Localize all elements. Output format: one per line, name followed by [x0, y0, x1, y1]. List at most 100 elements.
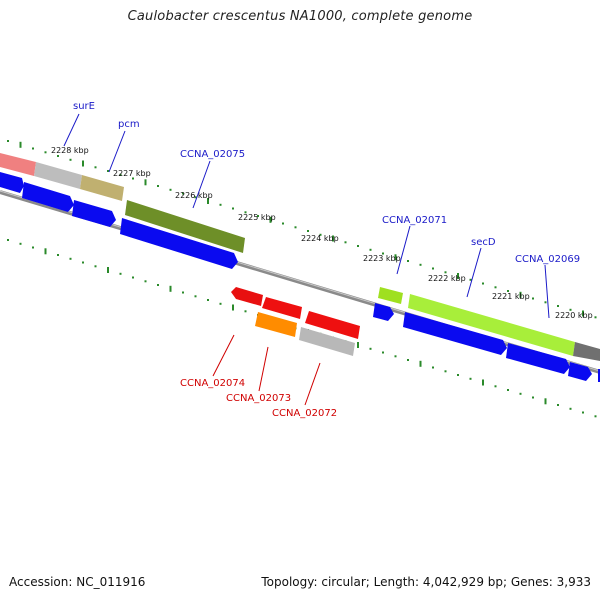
major-tick-mark — [394, 254, 397, 261]
minor-tick-mark — [219, 203, 222, 206]
gene-label-surE[interactable]: surE — [73, 101, 95, 112]
cds-arrow-4[interactable] — [120, 218, 238, 269]
minor-tick-mark — [82, 261, 84, 264]
minor-tick-mark — [419, 263, 422, 266]
tick-label: 2224 kbp — [301, 234, 339, 243]
minor-tick-mark — [432, 267, 434, 270]
feature-ccna-02072-red[interactable] — [305, 311, 360, 339]
minor-tick-mark — [232, 207, 234, 210]
gene-label-ccna-02075[interactable]: CCNA_02075 — [180, 149, 245, 160]
minor-tick-mark — [119, 272, 122, 275]
major-tick-mark — [207, 198, 209, 204]
major-tick-mark — [107, 267, 109, 273]
gene-label-ccna-02073[interactable]: CCNA_02073 — [226, 393, 291, 404]
map-title: Caulobacter crescentus NA1000, complete … — [127, 9, 473, 24]
minor-tick-mark — [319, 233, 322, 236]
cds-arrow-3[interactable] — [72, 200, 116, 227]
gene-label-ccna-02071[interactable]: CCNA_02071 — [382, 215, 447, 226]
cds-arrow-5[interactable] — [373, 303, 394, 321]
major-tick-mark — [144, 179, 147, 186]
major-tick-mark — [269, 216, 272, 223]
cds-arrow-6[interactable] — [403, 312, 507, 355]
minor-tick-mark — [444, 370, 447, 373]
minor-tick-mark — [369, 347, 372, 350]
tick-label: 2227 kbp — [113, 169, 151, 178]
gene-label-pcm[interactable]: pcm — [118, 119, 140, 130]
feature-bar-secD[interactable] — [408, 294, 575, 356]
gene-label-ccna-02074[interactable]: CCNA_02074 — [180, 378, 245, 389]
label-leader — [212, 334, 235, 377]
minor-tick-mark — [382, 252, 384, 255]
minor-tick-mark — [344, 241, 347, 244]
minor-tick-mark — [257, 215, 259, 217]
feature-bar-surE[interactable] — [0, 153, 36, 176]
feature-bar-gray-2[interactable] — [573, 342, 600, 361]
cds-arrow-1[interactable] — [0, 172, 24, 193]
label-leader — [544, 264, 550, 319]
minor-tick-mark — [44, 151, 47, 154]
accession-text: Accession: NC_011916 — [9, 575, 146, 589]
minor-tick-mark — [369, 248, 372, 251]
minor-tick-mark — [32, 246, 34, 249]
cds-arrow-2[interactable] — [22, 182, 74, 212]
minor-tick-mark — [169, 188, 172, 191]
gene-label-secD[interactable]: secD — [471, 237, 496, 248]
cds-arrow-8[interactable] — [568, 362, 592, 381]
label-leader — [63, 113, 80, 147]
minor-tick-mark — [357, 245, 359, 247]
feature-bar-gray-1[interactable] — [34, 162, 82, 189]
feature-ccna-02072-gray[interactable] — [299, 327, 355, 356]
minor-tick-mark — [144, 280, 147, 283]
cds-arrow-7[interactable] — [506, 343, 570, 374]
minor-tick-mark — [244, 310, 247, 313]
gene-label-ccna-02069[interactable]: CCNA_02069 — [515, 254, 580, 265]
tick-label: 2223 kbp — [363, 254, 401, 263]
major-tick-mark — [332, 235, 334, 242]
major-tick-mark — [82, 160, 84, 167]
feature-ccna-02074-a[interactable] — [231, 287, 263, 306]
minor-tick-mark — [382, 351, 384, 354]
minor-tick-mark — [469, 377, 472, 380]
minor-tick-mark — [519, 392, 522, 395]
minor-tick-mark — [444, 271, 447, 274]
minor-tick-mark — [482, 282, 484, 285]
minor-tick-mark — [282, 222, 284, 225]
label-leader — [466, 247, 482, 298]
minor-tick-mark — [307, 230, 309, 232]
minor-tick-mark — [132, 276, 134, 279]
tick-label: 2226 kbp — [175, 191, 213, 200]
feature-bar-ccna-02075[interactable] — [125, 200, 245, 253]
label-leader — [258, 346, 269, 392]
major-tick-mark — [44, 248, 47, 255]
minor-tick-mark — [7, 140, 9, 142]
minor-tick-mark — [544, 301, 547, 304]
minor-tick-mark — [132, 177, 134, 180]
label-leader — [304, 362, 321, 406]
minor-tick-mark — [469, 278, 472, 281]
tick-label: 2228 kbp — [51, 146, 89, 155]
minor-tick-mark — [569, 407, 572, 410]
gene-label-ccna-02072[interactable]: CCNA_02072 — [272, 408, 337, 419]
feature-bar-pcm[interactable] — [80, 175, 124, 201]
minor-tick-mark — [194, 196, 197, 199]
label-leader — [108, 130, 126, 173]
feature-ccna-02074-b[interactable] — [262, 297, 302, 319]
feature-track-forward — [0, 153, 600, 361]
major-tick-mark — [582, 310, 584, 317]
minor-tick-mark — [494, 286, 497, 289]
feature-ccna-02073[interactable] — [255, 312, 297, 337]
feature-bar-ccna-02071[interactable] — [378, 287, 403, 304]
minor-tick-mark — [69, 158, 72, 161]
minor-tick-mark — [569, 308, 572, 311]
minor-tick-mark — [394, 355, 397, 358]
minor-tick-mark — [157, 185, 159, 187]
reverse-gene-labels: CCNA_02074 CCNA_02073 CCNA_02072 — [180, 334, 337, 419]
minor-tick-mark — [494, 385, 497, 388]
tick-labels: 2228 kbp 2227 kbp 2226 kbp 2225 kbp 2224… — [51, 146, 593, 320]
minor-tick-mark — [94, 265, 97, 268]
minor-tick-mark — [94, 166, 97, 169]
major-tick-mark — [169, 285, 172, 292]
tick-label: 2222 kbp — [428, 274, 466, 283]
